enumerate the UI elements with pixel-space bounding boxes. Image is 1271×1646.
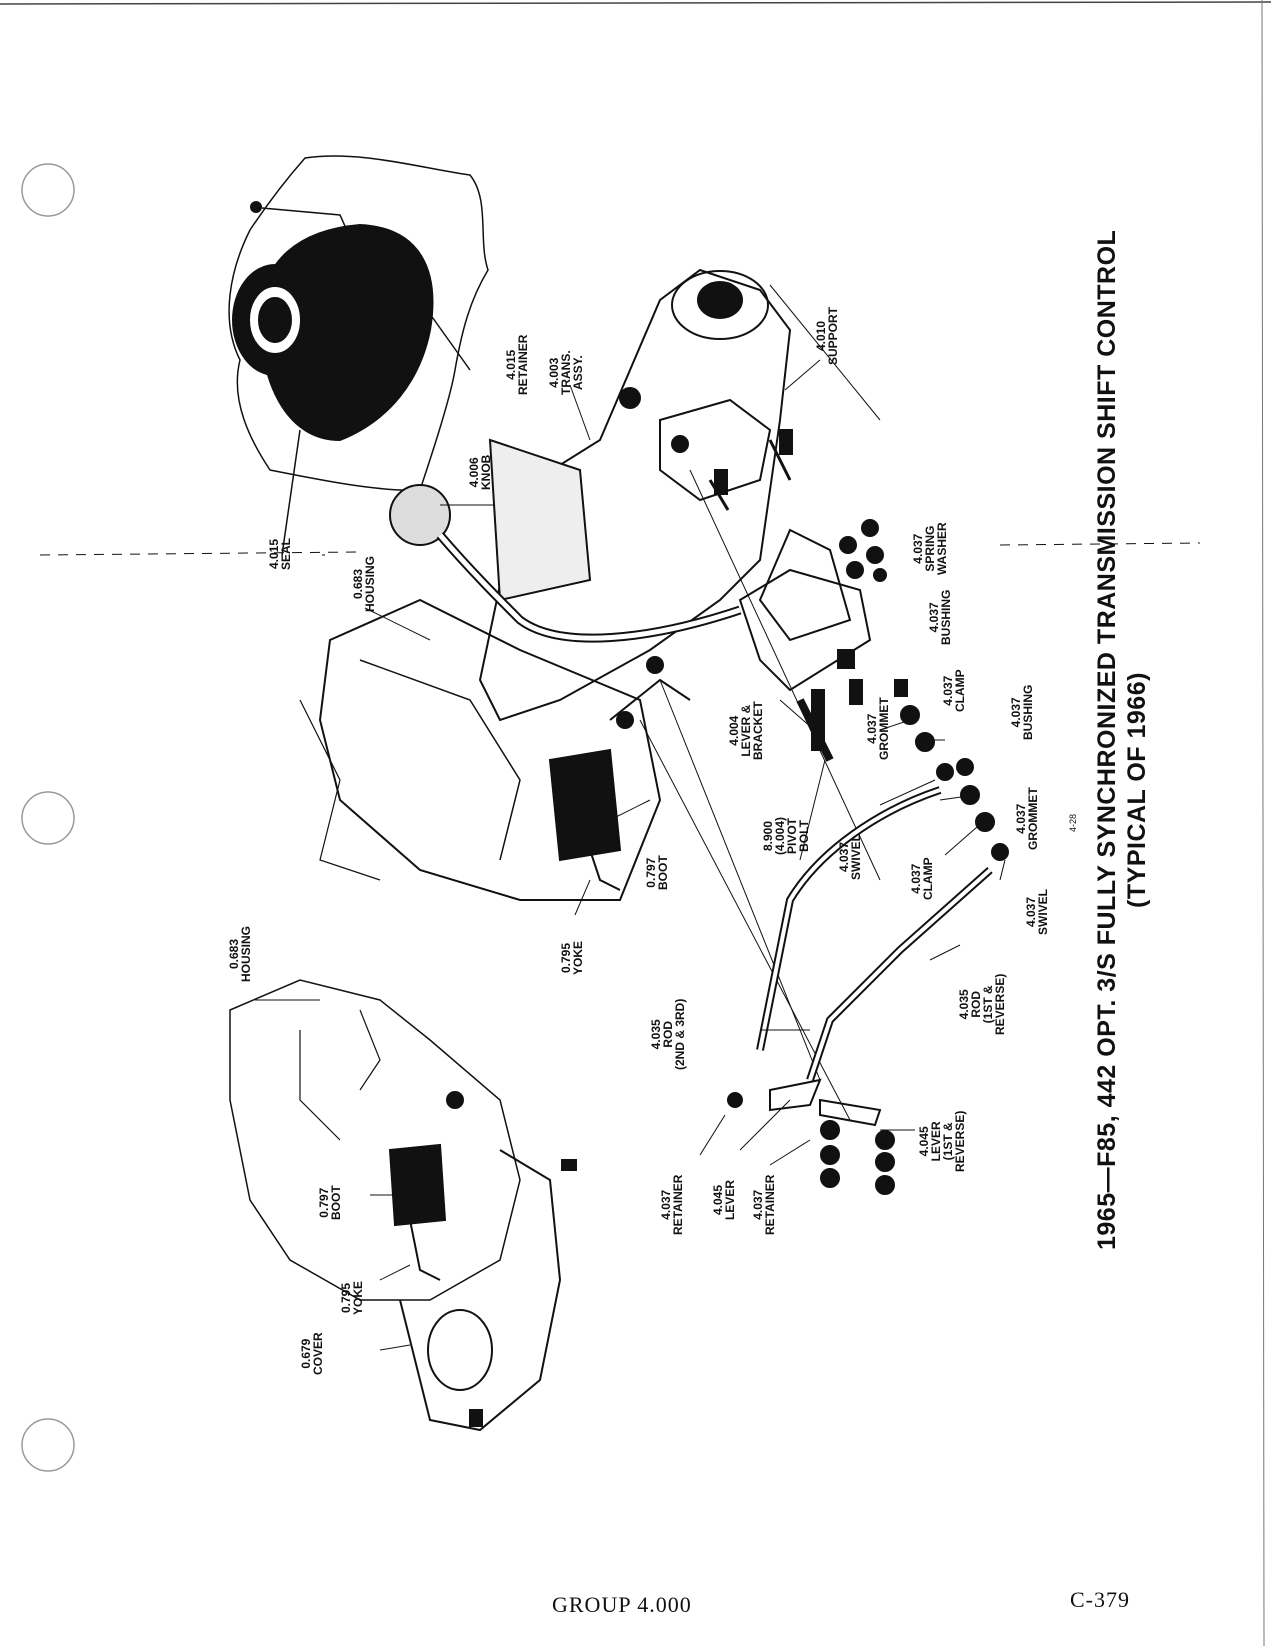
binder-hole: [21, 163, 75, 217]
binder-hole: [21, 791, 75, 845]
top-edge-line: [0, 1, 1271, 5]
shift-lever: [389, 484, 872, 762]
upper-housing: [299, 598, 691, 901]
leader-lines: [255, 359, 1006, 1351]
caption-line-1: 1965—F85, 442 OPT. 3/S FULLY SYNCHRONIZE…: [1093, 229, 1121, 1250]
caption-line-2: (TYPICAL OF 1966): [1123, 672, 1151, 908]
footer-page-number: C-379: [1070, 1587, 1130, 1612]
small-hardware: [714, 429, 1009, 861]
right-edge-line: [1261, 0, 1265, 1646]
figure-caption: 1965—F85, 442 OPT. 3/S FULLY SYNCHRONIZE…: [1092, 229, 1152, 1250]
shift-rods: [727, 786, 993, 1195]
section-line: [39, 551, 361, 556]
figure-number: 4-28: [1068, 813, 1078, 832]
binder-hole: [21, 1418, 75, 1472]
seal-inset: [228, 155, 489, 556]
section-line: [999, 542, 1201, 546]
transmission-assembly: [478, 268, 881, 722]
lower-housing-inset: [229, 979, 577, 1432]
footer-group: GROUP 4.000: [552, 1592, 692, 1617]
